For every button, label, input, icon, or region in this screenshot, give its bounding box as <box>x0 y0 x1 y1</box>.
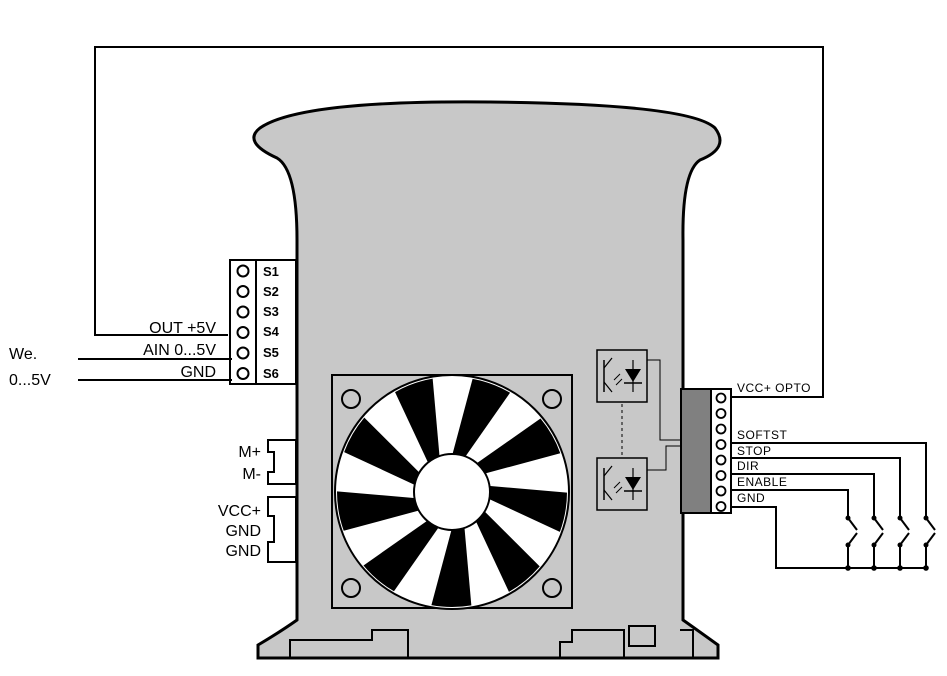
switch-lever <box>873 532 884 546</box>
input-label-line2: 0...5V <box>9 372 51 389</box>
fan-blade <box>344 417 421 486</box>
junction-dot <box>923 565 929 571</box>
terminal-label-s5: S5 <box>263 345 279 360</box>
signal-label-dir: DIR <box>737 459 759 473</box>
junction-dot <box>871 565 877 571</box>
fan-blade <box>395 378 440 465</box>
switch-lever <box>925 532 936 546</box>
signal-label-vcc-opto: VCC+ OPTO <box>737 381 811 395</box>
fan-mount-hole <box>341 389 361 409</box>
power-label-gnd1: GND <box>225 523 261 540</box>
terminal-screw <box>236 264 250 278</box>
motor-label-mplus: M+ <box>238 444 261 461</box>
power-label-gnd2: GND <box>225 543 261 560</box>
terminal-screw <box>715 392 727 404</box>
optocoupler-top <box>596 349 648 403</box>
junction-dot <box>845 565 851 571</box>
left-terminal-block: S1 S2 S3 S4 S5 S6 <box>229 259 297 385</box>
fan-blade <box>475 418 561 474</box>
optocoupler-bottom <box>596 457 648 511</box>
terminal-label-s1: S1 <box>263 264 279 279</box>
terminal-label-s2: S2 <box>263 284 279 299</box>
terminal-label-s4: S4 <box>263 324 280 339</box>
signal-label-out5v: OUT +5V <box>149 320 216 337</box>
fan-blade <box>431 525 472 607</box>
terminal-label-s3: S3 <box>263 304 279 319</box>
terminal-screw <box>236 305 250 319</box>
terminal-screw <box>715 470 727 481</box>
fan-mount-hole <box>341 578 361 598</box>
terminal-screw <box>236 285 250 298</box>
switch-lever <box>899 517 910 531</box>
din-rail-clip <box>289 625 694 658</box>
terminal-screw <box>715 439 727 450</box>
switch-group <box>845 515 936 571</box>
right-signal-wires <box>730 442 927 569</box>
fan-blade <box>336 491 421 531</box>
motor-label-mminus: M- <box>242 466 261 483</box>
fan-blade <box>475 510 540 592</box>
switch-lever <box>925 517 936 531</box>
junction-dot <box>897 565 903 571</box>
switch-lever <box>847 532 858 546</box>
terminal-screw <box>715 501 727 512</box>
switch-lever <box>847 517 858 531</box>
signal-label-stop: STOP <box>737 444 771 458</box>
fan-mount-hole <box>542 389 562 409</box>
signal-label-enable: ENABLE <box>737 475 787 489</box>
switch-lever <box>873 517 884 531</box>
terminal-label-s6: S6 <box>263 366 279 381</box>
power-connector: VCC+ GND GND <box>218 496 297 563</box>
input-label-line1: We. <box>9 346 37 363</box>
fan-mount-hole <box>542 578 562 598</box>
fan-blade <box>452 378 511 459</box>
power-label-vcc: VCC+ <box>218 503 261 520</box>
terminal-screw <box>715 408 727 419</box>
motor-connector: M+ M- <box>238 439 297 485</box>
fan-blade <box>487 485 567 532</box>
wire-out5v-to-vcc-opto <box>94 46 824 398</box>
terminal-screw <box>236 326 250 339</box>
terminal-screw <box>715 454 727 466</box>
signal-label-gnd-right: GND <box>737 491 765 505</box>
fan-hub <box>413 453 491 531</box>
terminal-screw <box>236 346 250 360</box>
opto-traces <box>647 359 683 471</box>
terminal-screw <box>236 367 250 380</box>
terminal-screw <box>715 423 727 435</box>
signal-label-gnd-left: GND <box>180 364 216 381</box>
signal-label-ain: AIN 0...5V <box>143 342 216 359</box>
signal-label-softst: SOFTST <box>737 428 788 442</box>
fan-blade <box>363 519 440 592</box>
right-terminal-block <box>680 388 732 514</box>
cooling-fan <box>331 374 573 610</box>
terminal-screw <box>715 485 727 497</box>
switch-lever <box>899 532 910 546</box>
